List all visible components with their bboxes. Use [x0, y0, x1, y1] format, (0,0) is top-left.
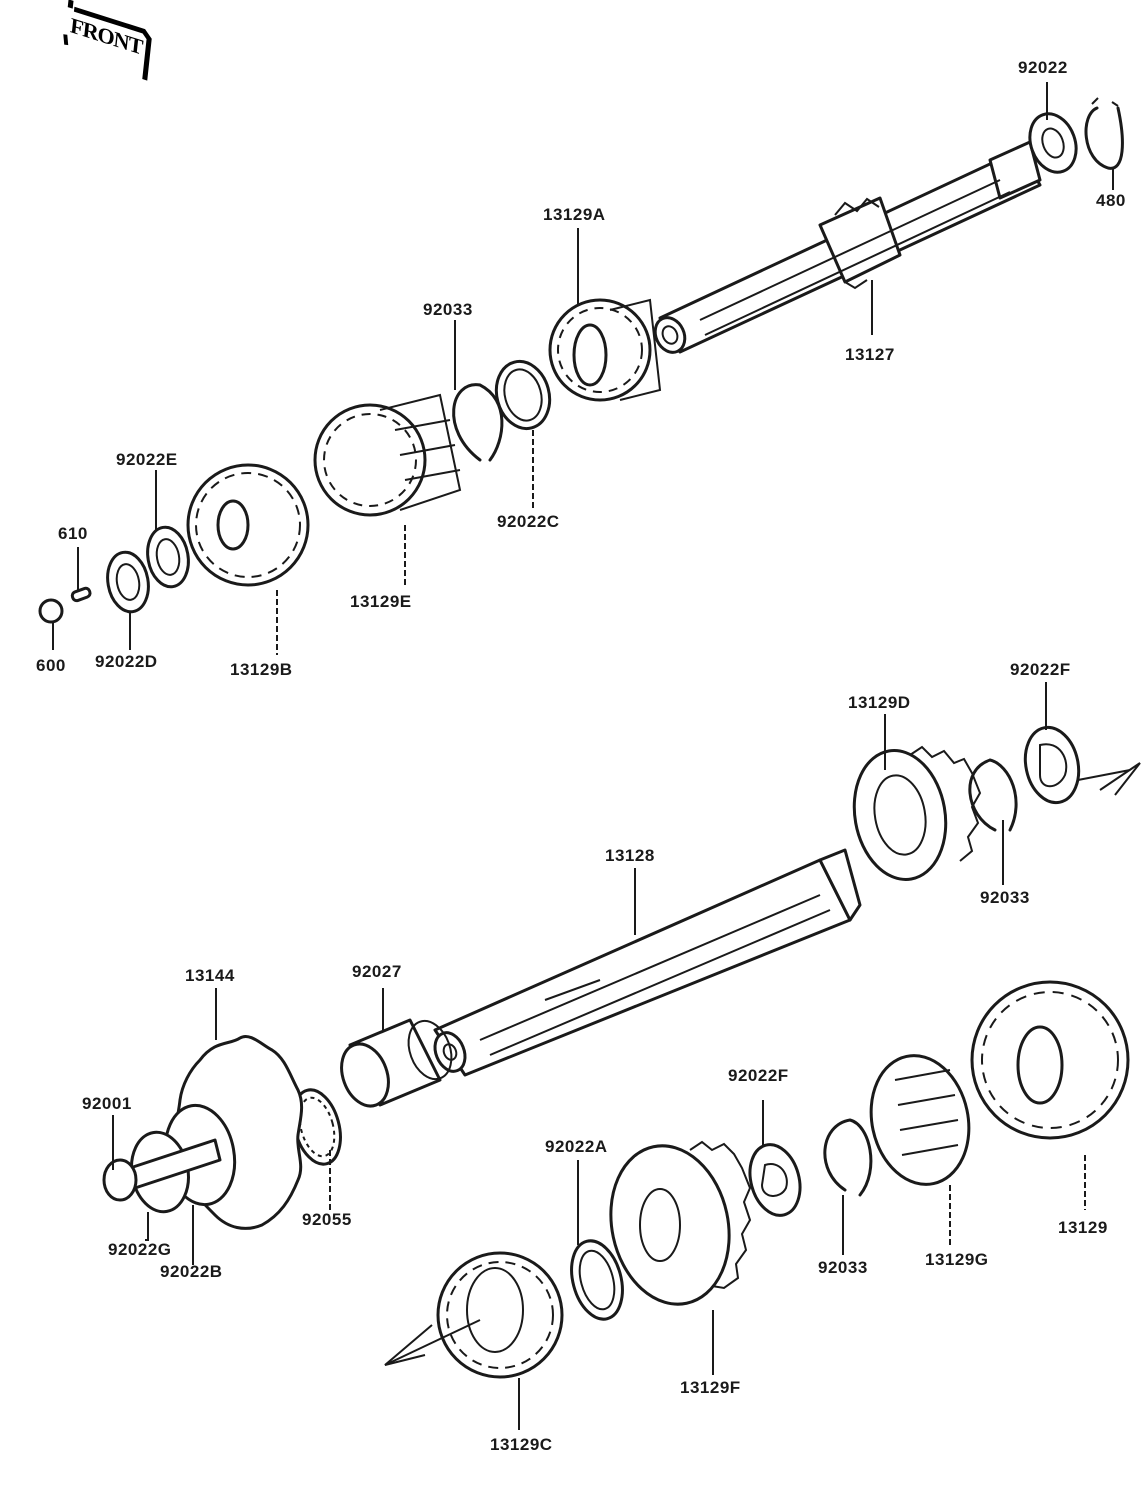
gear-13129D[interactable]: [844, 743, 982, 887]
label-92022E[interactable]: 92022E: [116, 450, 178, 469]
label-13129[interactable]: 13129: [1058, 1218, 1108, 1237]
output-shaft-13127[interactable]: [650, 140, 1042, 357]
label-92027[interactable]: 92027: [352, 962, 402, 981]
label-92022C[interactable]: 92022C: [497, 512, 560, 531]
washer-92022C[interactable]: [489, 355, 557, 434]
ball-600[interactable]: [38, 598, 64, 624]
gear-13129E[interactable]: [313, 393, 462, 517]
drive-shaft-13128[interactable]: [430, 848, 862, 1077]
gear-13129A[interactable]: [548, 298, 662, 402]
washer-92022F-upper[interactable]: [1019, 722, 1086, 807]
label-92055[interactable]: 92055: [302, 1210, 352, 1229]
label-92022B[interactable]: 92022B: [160, 1262, 223, 1281]
thrust-washer-92022[interactable]: [1022, 107, 1084, 178]
label-13144[interactable]: 13144: [185, 966, 235, 985]
circlip-480[interactable]: [1084, 97, 1124, 170]
axis-arrow-right: [1077, 762, 1141, 796]
washer-92022E[interactable]: [143, 524, 193, 590]
label-610[interactable]: 610: [58, 524, 88, 543]
label-13129A[interactable]: 13129A: [543, 205, 606, 224]
label-92033-middle[interactable]: 92033: [980, 888, 1030, 907]
circlip-92033-middle[interactable]: [968, 758, 1018, 832]
label-13128[interactable]: 13128: [605, 846, 655, 865]
label-92022F-upper[interactable]: 92022F: [1010, 660, 1071, 679]
leader-lines: [52, 82, 1114, 1430]
label-92033-lower[interactable]: 92033: [818, 1258, 868, 1277]
label-13129D[interactable]: 13129D: [848, 693, 911, 712]
washer-92022D[interactable]: [103, 549, 153, 615]
pin-610[interactable]: [70, 586, 92, 603]
label-13129E[interactable]: 13129E: [350, 592, 412, 611]
gear-13129F[interactable]: [597, 1135, 752, 1316]
collar-92027[interactable]: [333, 1015, 459, 1113]
label-13127[interactable]: 13127: [845, 345, 895, 364]
label-13129F[interactable]: 13129F: [680, 1378, 741, 1397]
gear-13129B[interactable]: [186, 463, 310, 587]
axis-arrow-left: [384, 1319, 481, 1366]
label-92022F-lower[interactable]: 92022F: [728, 1066, 789, 1085]
label-92033-upper[interactable]: 92033: [423, 300, 473, 319]
oil-seal-92055[interactable]: [286, 1085, 348, 1170]
gear-13129[interactable]: [970, 980, 1130, 1140]
gear-13129C[interactable]: [436, 1251, 564, 1379]
label-92022D[interactable]: 92022D: [95, 652, 158, 671]
washer-92022A[interactable]: [563, 1235, 630, 1325]
gear-13129G[interactable]: [860, 1046, 981, 1193]
circlip-92033-lower[interactable]: [823, 1118, 873, 1197]
label-13129B[interactable]: 13129B: [230, 660, 293, 679]
front-direction-marker: FRONT: [59, 0, 157, 84]
front-marker-frame-icon: [63, 0, 152, 81]
washer-92022F-lower[interactable]: [743, 1139, 808, 1221]
label-92022[interactable]: 92022: [1018, 58, 1068, 77]
label-13129G[interactable]: 13129G: [925, 1250, 989, 1269]
label-480[interactable]: 480: [1096, 191, 1126, 210]
label-92022G[interactable]: 92022G: [108, 1240, 172, 1259]
label-92022A[interactable]: 92022A: [545, 1137, 608, 1156]
label-600[interactable]: 600: [36, 656, 66, 675]
circlip-92033-upper[interactable]: [452, 383, 504, 462]
label-92001[interactable]: 92001: [82, 1094, 132, 1113]
label-13129C[interactable]: 13129C: [490, 1435, 553, 1454]
